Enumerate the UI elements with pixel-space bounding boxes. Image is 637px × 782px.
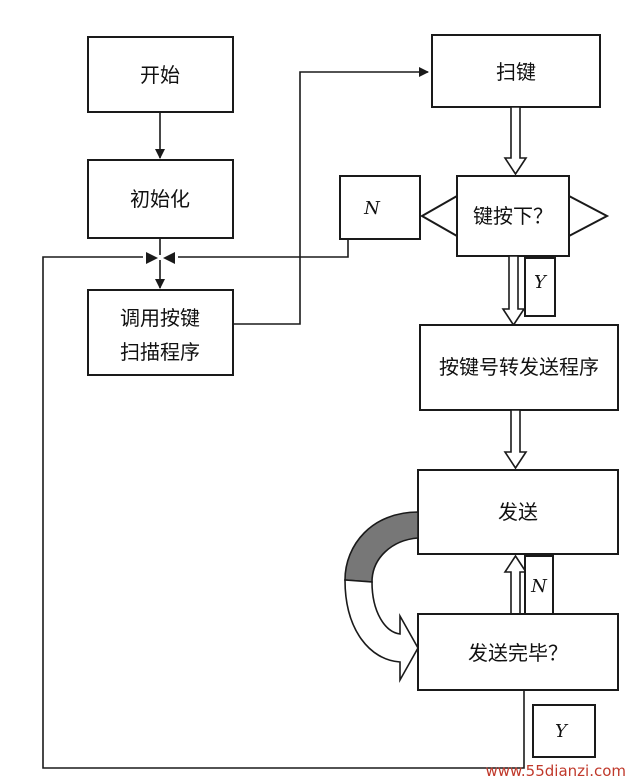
n-label-top: N — [363, 198, 381, 219]
start-box — [87, 36, 234, 113]
hollow-arrow-done-to-send — [503, 554, 528, 615]
line-main-loop — [42, 256, 525, 769]
hollow-arrow-scan-to-decision — [503, 106, 528, 176]
send-done-label: 发送完毕？ — [468, 641, 568, 665]
start-label: 开始 — [140, 63, 180, 87]
decision-right-wing — [568, 194, 610, 238]
n-label-send: N — [530, 576, 548, 597]
hollow-arrow-decision-to-convert — [501, 255, 526, 327]
curved-arrow-hollow — [344, 579, 419, 684]
junction-arrow-left — [146, 252, 158, 264]
y-label-box-key — [524, 257, 556, 317]
call-scan-label-line2: 扫描程序 — [120, 340, 200, 364]
send-label: 发送 — [498, 500, 538, 524]
watermark-text: www.55dianzi.com — [485, 762, 626, 780]
send-box — [417, 469, 619, 555]
convert-send-box — [419, 324, 619, 411]
scan-keys-box — [431, 34, 601, 108]
hollow-arrow-convert-to-send — [503, 409, 528, 470]
y-label-key: Y — [534, 272, 548, 293]
y-label-box-done — [532, 704, 596, 758]
key-pressed-label: 键按下？ — [473, 204, 553, 228]
decision-left-wing — [419, 194, 458, 238]
junction-arrow-right — [163, 252, 175, 264]
send-done-box — [417, 613, 619, 691]
line-n-back-to-junction — [178, 239, 349, 258]
init-label: 初始化 — [130, 187, 190, 211]
y-label-done: Y — [555, 721, 569, 742]
convert-send-label: 按键号转发送程序 — [439, 355, 599, 379]
n-label-box-top — [339, 175, 421, 240]
curved-arrow-shaded — [344, 511, 419, 583]
init-box — [87, 159, 234, 239]
n-label-box-send — [524, 555, 554, 615]
arrow-call-to-scan — [233, 67, 429, 325]
scan-keys-label: 扫键 — [496, 60, 536, 84]
call-scan-box — [87, 289, 234, 376]
call-scan-label-line1: 调用按键 — [120, 306, 200, 330]
